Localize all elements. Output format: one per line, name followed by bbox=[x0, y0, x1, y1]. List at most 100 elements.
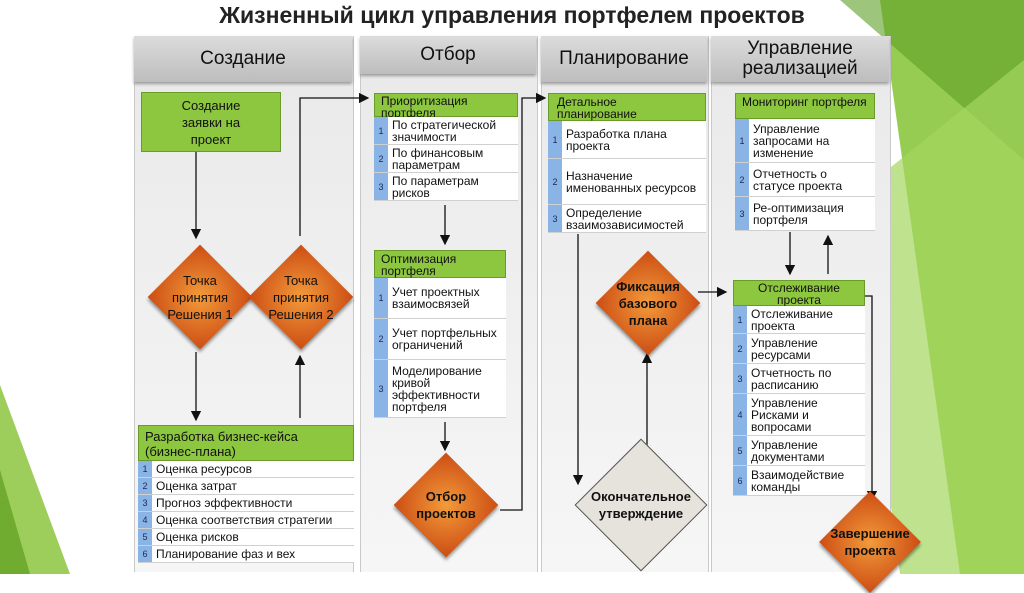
project-completion-decision: Завершение проекта bbox=[816, 491, 924, 593]
bizcase-item-list: 1 Оценка ресурсов 2 Оценка затрат 3 Прогноз… bbox=[138, 461, 354, 563]
page-title: Жизненный цикл управления портфелем прое… bbox=[219, 2, 805, 28]
item-text: Отслеживание проекта bbox=[751, 306, 833, 333]
prioritization-title: Приоритизация портфеля bbox=[381, 94, 468, 120]
item-text: Разработка плана проекта bbox=[566, 126, 667, 153]
final-approval-decision: Окончательное утверждение bbox=[566, 438, 716, 572]
column-header-plan: Планирование bbox=[541, 36, 707, 82]
item-text: По финансовым параметрам bbox=[392, 145, 484, 172]
optimization-title: Оптимизация портфеля bbox=[381, 252, 457, 278]
item-text: Назначение именованных ресурсов bbox=[566, 168, 697, 195]
item-text: Прогноз эффективности bbox=[156, 496, 293, 510]
item-number: 1 bbox=[548, 121, 562, 158]
item-text: Учет проектных взаимосвязей bbox=[392, 285, 480, 311]
project-selection-label: Отбор проектов bbox=[416, 489, 476, 521]
baseline-fix-label: Фиксация базового плана bbox=[616, 278, 680, 328]
item-number: 4 bbox=[138, 512, 152, 528]
item-number: 2 bbox=[374, 319, 388, 359]
optimization-title-box: Оптимизация портфеля bbox=[374, 250, 506, 278]
bizcase-title-box: Разработка бизнес-кейса (бизнес-плана) bbox=[138, 425, 354, 461]
column-header-label: Управление реализацией bbox=[742, 38, 858, 79]
item-text: Оценка соответствия стратегии bbox=[156, 513, 333, 527]
column-header-exec: Управление реализацией bbox=[711, 36, 889, 82]
item-number: 1 bbox=[735, 119, 749, 162]
arrow-selection-to-planning bbox=[500, 92, 547, 511]
decision-point-1: Точка принятия Решения 1 bbox=[146, 244, 254, 350]
item-text: Планирование фаз и вех bbox=[156, 547, 296, 561]
list-item: 1 Оценка ресурсов bbox=[138, 461, 354, 478]
create-request-label: Создание заявки на проект bbox=[181, 97, 241, 147]
column-header-select: Отбор bbox=[360, 36, 536, 74]
item-text: Определение взаимозависимостей bbox=[566, 205, 684, 232]
item-text: Управление Рисками и вопросами bbox=[751, 395, 818, 434]
project-tracking-title-box: Отслеживание проекта bbox=[733, 280, 865, 306]
list-item: 4 Оценка соответствия стратегии bbox=[138, 512, 354, 529]
list-item: 5 Оценка рисков bbox=[138, 529, 354, 546]
project-tracking-title: Отслеживание проекта bbox=[758, 281, 840, 307]
item-number: 3 bbox=[735, 197, 749, 230]
prioritization-title-box: Приоритизация портфеля bbox=[374, 93, 518, 120]
item-number: 3 bbox=[374, 360, 388, 417]
item-text: Учет портфельных ограничений bbox=[392, 326, 497, 352]
item-text: Отчетность о статусе проекта bbox=[753, 166, 843, 193]
item-number: 3 bbox=[733, 364, 747, 393]
item-text: Оценка затрат bbox=[156, 479, 237, 493]
detail-planning-title-box: Детальное планирование bbox=[548, 93, 706, 121]
baseline-fix-decision: Фиксация базового плана bbox=[594, 250, 702, 356]
item-text: Ре-оптимизация портфеля bbox=[753, 200, 844, 227]
item-number: 5 bbox=[138, 529, 152, 545]
item-number: 2 bbox=[374, 145, 388, 172]
item-number: 1 bbox=[138, 461, 152, 477]
item-number: 4 bbox=[733, 394, 747, 435]
list-item: 3 Прогноз эффективности bbox=[138, 495, 354, 512]
flow-arrows bbox=[190, 92, 878, 511]
portfolio-monitoring-title-box: Мониторинг портфеля bbox=[735, 93, 875, 119]
item-number: 2 bbox=[733, 334, 747, 363]
portfolio-monitoring-title: Мониторинг портфеля bbox=[742, 95, 867, 109]
item-text: Взаимодействие команды bbox=[751, 467, 845, 494]
project-selection-decision: Отбор проектов bbox=[392, 452, 500, 558]
item-text: Оценка рисков bbox=[156, 530, 239, 544]
item-number: 2 bbox=[138, 478, 152, 494]
column-header-label: Отбор bbox=[420, 44, 476, 65]
bizcase-title: Разработка бизнес-кейса (бизнес-плана) bbox=[145, 429, 298, 459]
item-number: 5 bbox=[733, 436, 747, 465]
create-request-box: Создание заявки на проект bbox=[141, 92, 281, 152]
item-number: 1 bbox=[374, 278, 388, 318]
item-number: 6 bbox=[733, 466, 747, 495]
item-number: 2 bbox=[548, 159, 562, 204]
column-header-label: Создание bbox=[200, 48, 286, 69]
item-text: Оценка ресурсов bbox=[156, 462, 252, 476]
column-header-create: Создание bbox=[134, 36, 352, 82]
item-text: Управление запросами на изменение bbox=[753, 121, 830, 160]
item-text: Моделирование кривой эффективности портф… bbox=[392, 363, 482, 414]
final-approval-label: Окончательное утверждение bbox=[591, 489, 691, 521]
item-number: 1 bbox=[374, 117, 388, 144]
item-text: Отчетность по расписанию bbox=[751, 365, 832, 392]
item-text: По стратегической значимости bbox=[392, 117, 497, 144]
item-text: По параметрам рисков bbox=[392, 173, 479, 200]
column-header-label: Планирование bbox=[559, 48, 689, 69]
item-number: 3 bbox=[138, 495, 152, 511]
